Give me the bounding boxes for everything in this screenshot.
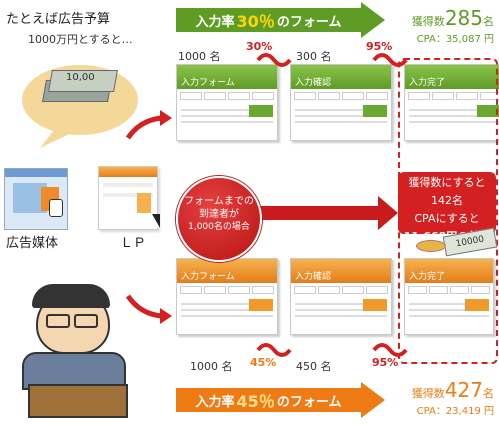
bottom-band-suffix: のフォーム bbox=[276, 394, 342, 410]
difference-callout: 獲得数にすると142名 CPAにすると 11,668円の差！ bbox=[398, 172, 496, 243]
bottom-band-pct: 45％ bbox=[236, 392, 275, 411]
bottom-result: 獲得数427名 CPA：23,419 円 bbox=[396, 378, 494, 417]
businessman-illustration bbox=[22, 280, 132, 420]
intro-text: たとえば広告予算 1000万円とすると… bbox=[6, 8, 133, 47]
money-label: 10000 bbox=[455, 234, 485, 250]
bottom-result-cpa: CPA：23,419 円 bbox=[416, 406, 494, 417]
bottom-result-unit: 名 bbox=[483, 387, 494, 400]
arrow-cursor-icon bbox=[152, 214, 160, 228]
circle-line-3: 1,000名の場合 bbox=[188, 222, 250, 232]
bottom-confirm-title: 入力確認 bbox=[291, 259, 391, 283]
top-confirm-screen: 入力確認 bbox=[290, 64, 392, 141]
top-result-num: 285 bbox=[444, 6, 483, 30]
bottom-rate-1: 45% bbox=[250, 356, 277, 369]
bottom-count-2: 450 名 bbox=[296, 360, 332, 373]
top-band-arrowhead bbox=[361, 2, 385, 38]
bottom-form-title: 入力フォーム bbox=[177, 259, 277, 283]
circle-line-2: 到達者が bbox=[199, 209, 239, 220]
bill-label: 10,00 bbox=[66, 72, 95, 83]
top-done-screen: 入力完了 bbox=[404, 64, 499, 141]
reach-circle: フォームまでの 到達者が 1,000名の場合 bbox=[176, 176, 262, 262]
top-confirm-title: 入力確認 bbox=[291, 65, 391, 89]
bottom-confirm-screen: 入力確認 bbox=[290, 258, 392, 335]
top-band-prefix: 入力率 bbox=[195, 14, 235, 30]
bottom-done-screen: 入力完了 bbox=[404, 258, 494, 335]
top-result-label: 獲得数 bbox=[411, 15, 445, 28]
top-form-screen: 入力フォーム bbox=[176, 64, 278, 141]
ad-media-image bbox=[4, 168, 68, 230]
bottom-band-arrowhead bbox=[361, 382, 385, 418]
bottom-band: 入力率 45％ のフォーム bbox=[176, 388, 361, 412]
money-stack-icon: 10,00 bbox=[42, 66, 118, 104]
intro-line-2: 1000万円とすると… bbox=[28, 33, 133, 46]
bottom-band-prefix: 入力率 bbox=[195, 394, 235, 410]
bottom-count-1: 1000 名 bbox=[190, 360, 233, 373]
coins-icon bbox=[416, 240, 446, 252]
top-form-title: 入力フォーム bbox=[177, 65, 277, 89]
top-rate-2: 95% bbox=[366, 40, 393, 53]
bottom-result-label: 獲得数 bbox=[411, 387, 445, 400]
bottom-result-num: 427 bbox=[444, 378, 483, 402]
bottom-done-title: 入力完了 bbox=[405, 259, 493, 283]
ad-media-label: 広告媒体 bbox=[6, 236, 59, 251]
bottom-form-screen: 入力フォーム bbox=[176, 258, 278, 335]
circle-line-1: フォームまでの bbox=[184, 196, 254, 207]
top-result: 獲得数285名 CPA：35,087 円 bbox=[396, 6, 494, 45]
top-band: 入力率 30％ のフォーム bbox=[176, 8, 361, 32]
top-result-cpa: CPA：35,087 円 bbox=[416, 34, 494, 45]
diff-line-1: 獲得数にすると142名 bbox=[408, 176, 486, 207]
lp-label: ＬＰ bbox=[120, 236, 147, 251]
intro-line-1: たとえば広告予算 bbox=[6, 12, 111, 27]
diff-line-2: CPAにすると bbox=[414, 212, 480, 225]
top-done-title: 入力完了 bbox=[405, 65, 499, 89]
top-rate-1: 30% bbox=[246, 40, 273, 53]
top-count-2: 300 名 bbox=[296, 50, 332, 63]
top-band-pct: 30％ bbox=[236, 12, 275, 31]
top-result-unit: 名 bbox=[483, 15, 494, 28]
top-band-suffix: のフォーム bbox=[276, 14, 342, 30]
top-count-1: 1000 名 bbox=[178, 50, 221, 63]
bottom-rate-2: 95% bbox=[372, 356, 399, 369]
lp-image bbox=[98, 166, 158, 230]
hand-cursor-icon bbox=[49, 199, 63, 217]
